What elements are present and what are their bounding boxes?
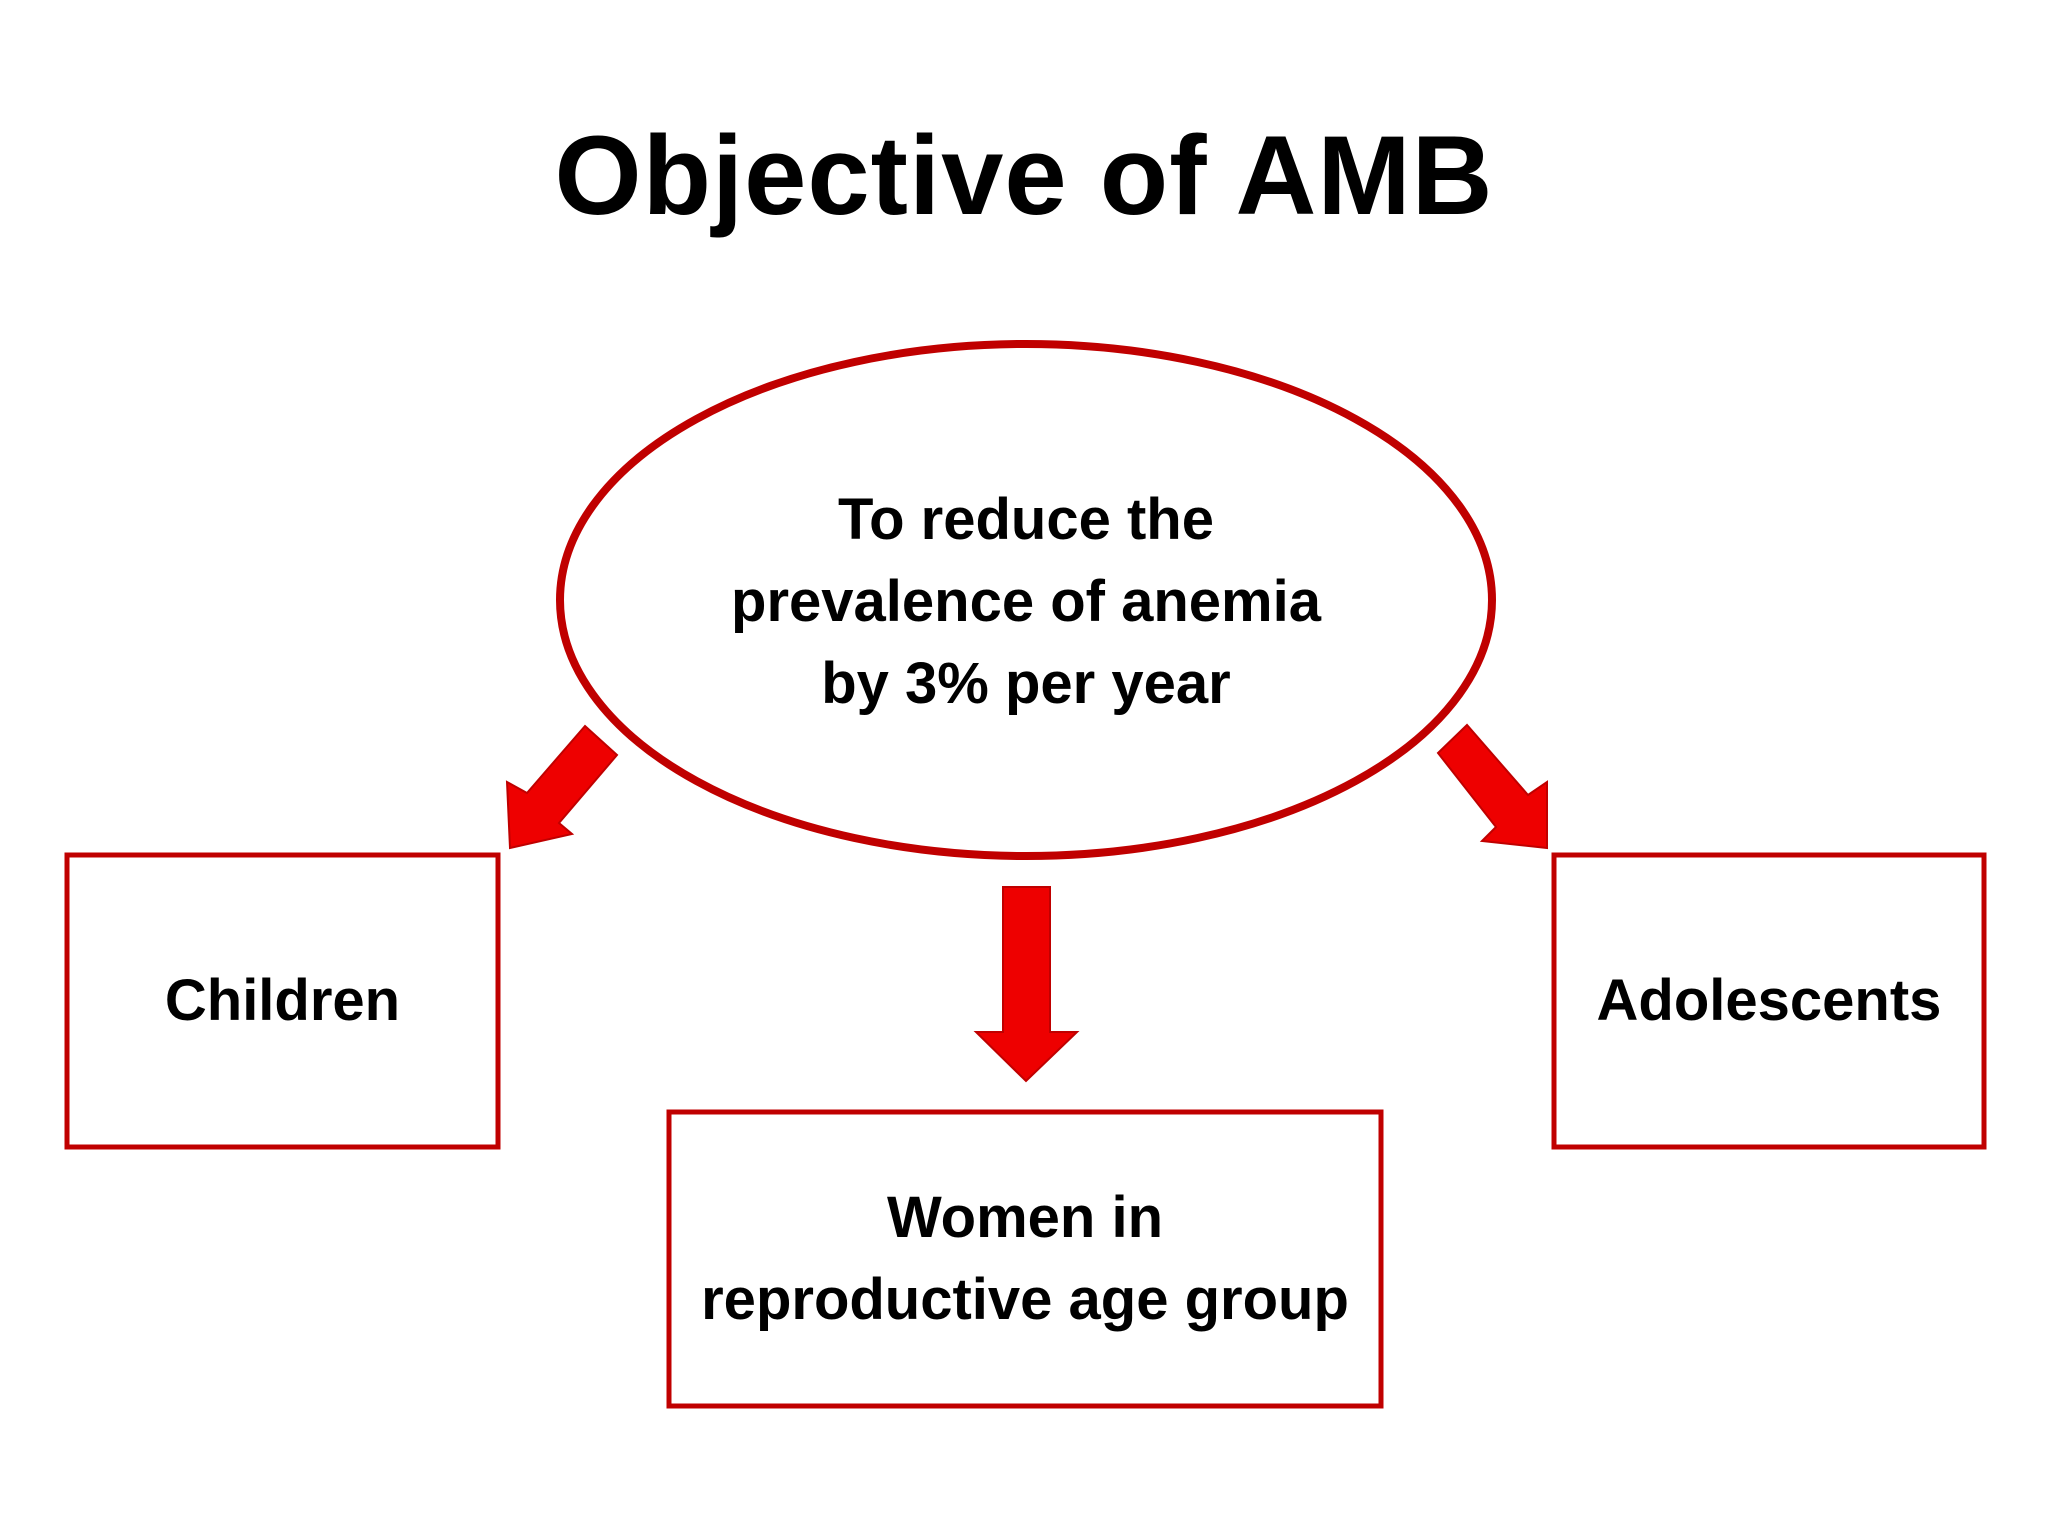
arrow-to-women (973, 886, 1080, 1083)
adolescents-text: Adolescents (1596, 968, 1942, 1033)
adolescents-label: Adolescents (1554, 855, 1984, 1147)
goal-line-3: by 3% per year (821, 651, 1231, 716)
women-label: Women in reproductive age group (669, 1112, 1381, 1406)
children-text: Children (164, 968, 401, 1033)
children-box (64, 852, 501, 1150)
women-line-1: Women in (886, 1185, 1164, 1250)
women-line-2: reproductive age group (701, 1267, 1349, 1332)
adolescents-box (1551, 852, 1987, 1150)
goal-text: To reduce the prevalence of anemia by 3%… (626, 470, 1426, 734)
arrow-to-children (505, 724, 619, 850)
children-label: Children (67, 855, 498, 1147)
goal-line-1: To reduce the (838, 487, 1214, 552)
goal-line-2: prevalence of anemia (731, 569, 1321, 634)
slide-title: Objective of AMB (554, 113, 1494, 238)
women-box (666, 1109, 1384, 1409)
goal-ellipse (556, 340, 1496, 860)
arrow-to-adolescents (1436, 723, 1548, 850)
